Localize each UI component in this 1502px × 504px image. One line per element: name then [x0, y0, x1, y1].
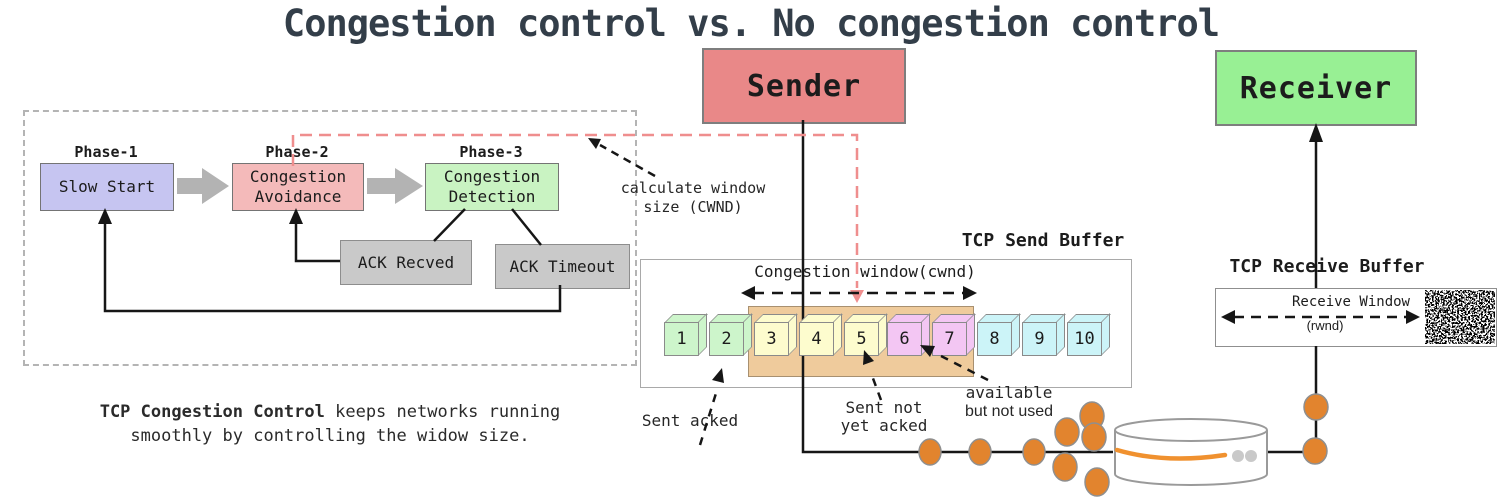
buffer-cell-3: 3 [754, 322, 789, 356]
packet [968, 438, 992, 466]
packet [1302, 437, 1328, 465]
buffer-cell-5: 5 [844, 322, 879, 356]
packet [1052, 452, 1078, 482]
caption-line1-rest: keeps networks running [324, 402, 561, 422]
caption-line2: smoothly by controlling the widow size. [130, 426, 530, 446]
sender-node: Sender [702, 48, 906, 124]
packet [1054, 417, 1080, 447]
available-line2: but not used [964, 403, 1054, 420]
slow-start-box: Slow Start [40, 163, 174, 211]
phase1-label: Phase-1 [74, 143, 138, 161]
buffer-cell-9: 9 [1022, 322, 1057, 356]
packet [918, 438, 942, 466]
phase2-label: Phase-2 [265, 143, 329, 161]
diagram-title: Congestion control vs. No congestion con… [282, 2, 1220, 45]
network-cylinder-body [1114, 430, 1268, 486]
calculate-window-note: calculate window size (CWND) [620, 179, 766, 216]
packet [1079, 401, 1105, 431]
buffer-cell-6: 6 [887, 322, 922, 356]
packet [1022, 438, 1046, 466]
packet [1081, 422, 1107, 452]
receiver-node: Receiver [1215, 50, 1417, 126]
cylinder-orange-stream [1114, 447, 1228, 461]
congestion-avoidance-box: Congestion Avoidance [232, 163, 364, 211]
rwnd-label: Receive Window [1291, 294, 1410, 310]
buffer-cell-4: 4 [799, 322, 834, 356]
caption: TCP Congestion Control keeps networks ru… [70, 400, 590, 448]
rwnd-sub-label: (rwnd) [1306, 318, 1344, 333]
buffer-cell-10: 10 [1067, 322, 1102, 356]
network-to-receiver-line [1268, 346, 1318, 454]
cylinder-dot-2 [1245, 450, 1257, 462]
buffer-cell-2: 2 [709, 322, 744, 356]
ack-timeout-box: ACK Timeout [495, 244, 630, 289]
buffer-cell-7: 7 [932, 322, 967, 356]
available-line1: available [965, 383, 1053, 402]
sent-not-yet-acked-label: Sent not yet acked [840, 398, 928, 435]
buffer-cell-8: 8 [977, 322, 1012, 356]
network-cylinder-top [1114, 418, 1268, 442]
buffer-cell-1: 1 [664, 322, 699, 356]
caption-bold: TCP Congestion Control [99, 402, 325, 422]
sent-acked-label: Sent acked [641, 411, 739, 430]
buffer-noise-pattern [1425, 290, 1495, 344]
cylinder-dot-1 [1232, 450, 1244, 462]
cwnd-label: Congestion window(cwnd) [754, 262, 976, 281]
phase3-label: Phase-3 [459, 143, 523, 161]
packet [1084, 467, 1110, 497]
receive-buffer-title: TCP Receive Buffer [1229, 256, 1425, 277]
ack-recved-box: ACK Recved [340, 240, 472, 285]
packet [1303, 393, 1329, 421]
send-buffer-title: TCP Send Buffer [961, 230, 1125, 251]
congestion-detection-box: Congestion Detection [425, 163, 559, 211]
